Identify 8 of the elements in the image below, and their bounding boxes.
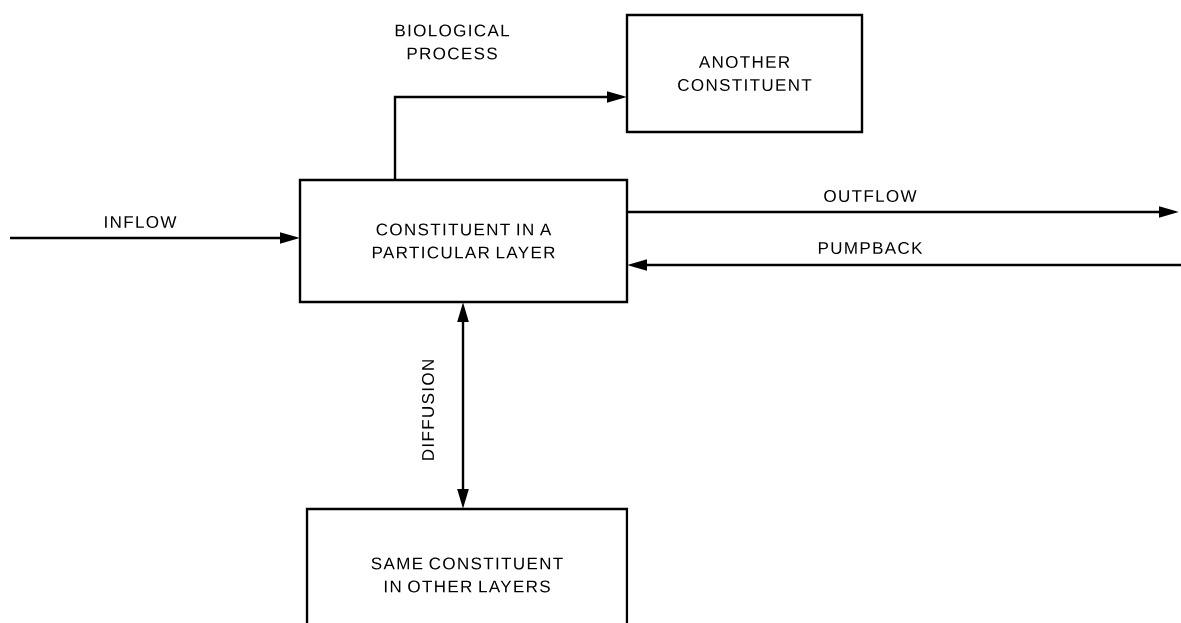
process-box: CONSTITUENT IN A PARTICULAR LAYER (298, 178, 629, 304)
edge-label: DIFFUSION (422, 360, 435, 460)
process-box: SAME CONSTITUENT IN OTHER LAYERS (305, 507, 629, 623)
edge-label: PUMPBACK (818, 241, 923, 254)
edge-label: OUTFLOW (824, 189, 917, 202)
process-box: ANOTHER CONSTITUENT (625, 13, 864, 134)
edge-label: BIOLOGICAL PROCESS (395, 24, 510, 60)
edge-label: INFLOW (105, 215, 177, 228)
